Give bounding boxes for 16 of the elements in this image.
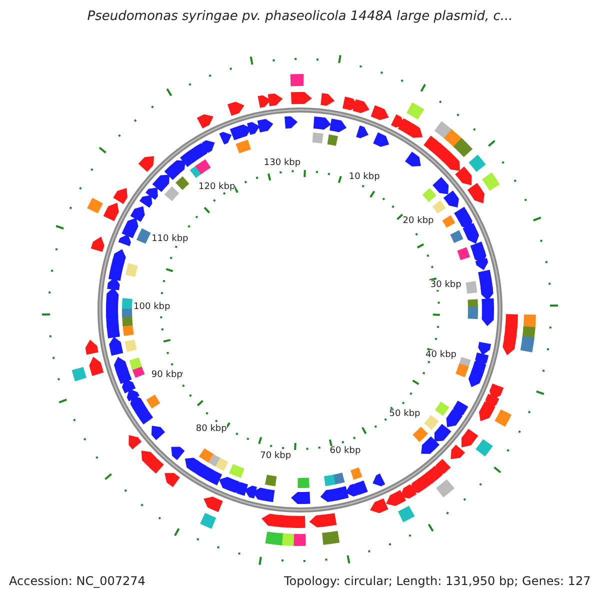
plot-title: Pseudomonas syringae pv. phaseolicola 1448A large plasmid, c... — [86, 9, 514, 24]
scale-label: 110 kbp — [152, 234, 188, 244]
scale-label: 100 kbp — [134, 302, 170, 312]
accession-text: Accession: NC_007274 — [9, 574, 146, 588]
scale-label: 130 kbp — [264, 158, 301, 168]
scale-label: 50 kbp — [389, 409, 420, 420]
scale-label: 40 kbp — [426, 350, 456, 360]
scale-label: 80 kbp — [196, 424, 227, 434]
summary-text: Topology: circular; Length: 131,950 bp; Genes: 127 — [284, 574, 591, 588]
scale-label: 20 kbp — [402, 216, 434, 226]
scale-label: 60 kbp — [330, 446, 361, 456]
scale-label: 90 kbp — [151, 370, 182, 380]
scale-label: 70 kbp — [260, 450, 292, 461]
scale-label: 30 kbp — [430, 280, 462, 290]
scale-label: 120 kbp — [198, 182, 236, 192]
scale-label: 10 kbp — [348, 172, 380, 182]
